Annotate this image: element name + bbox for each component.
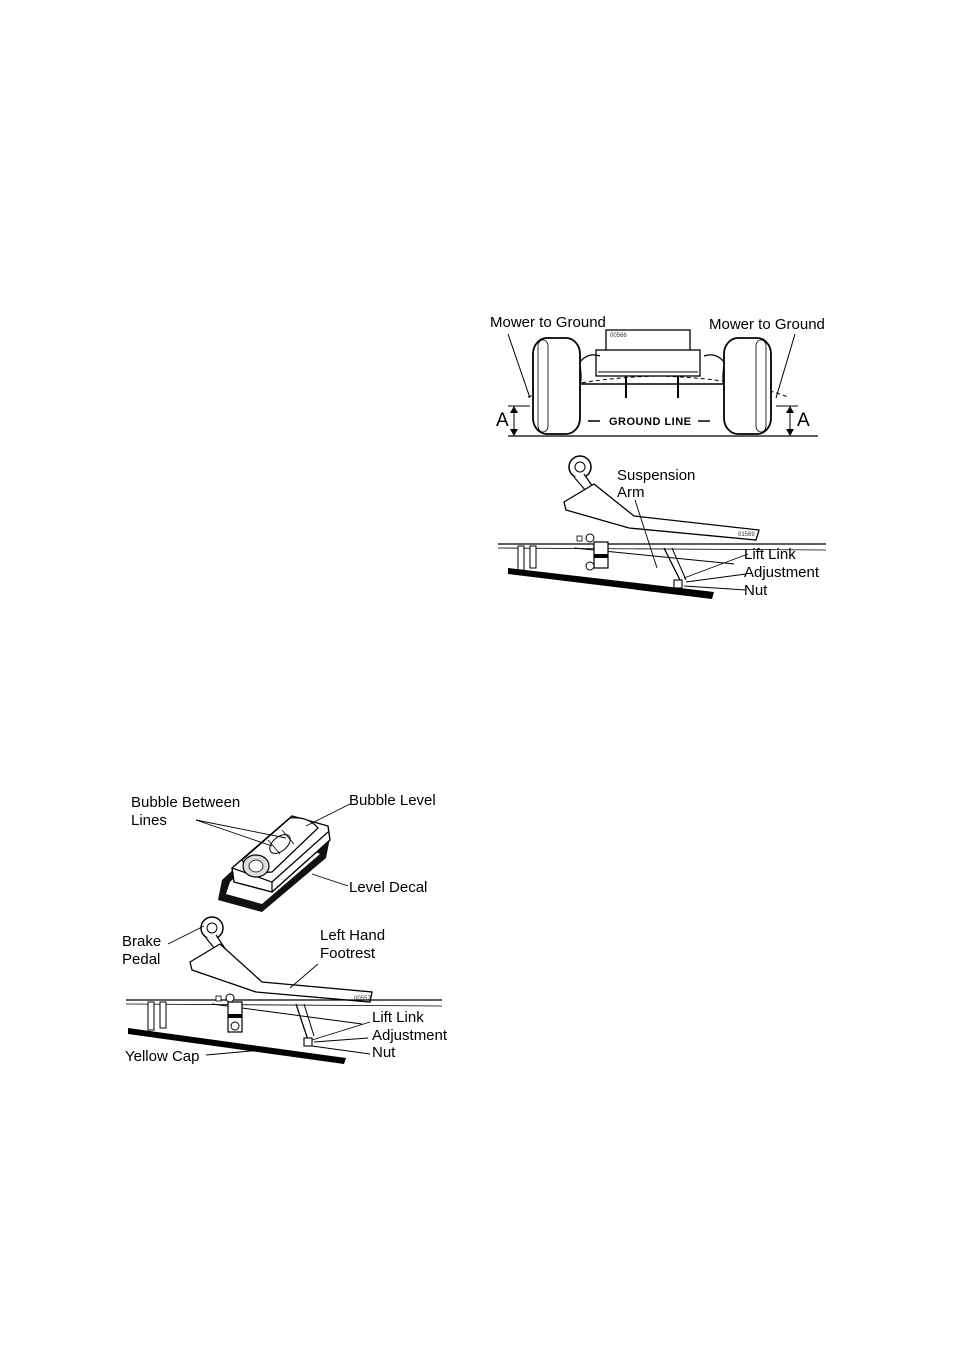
left-hand-footrest-label-line2: Footrest [320,945,375,962]
brake-pedal-label-line1: Brake [122,933,161,950]
yellow-cap-label: Yellow Cap [125,1048,200,1065]
dimension-a-right-label: A [797,411,810,431]
level-decal-label: Level Decal [349,879,427,896]
lift-link-label-line2: Adjustment [744,564,819,581]
lift-link-label-line3: Nut [744,582,767,599]
left-hand-footrest-figure: 00557 Brake Pedal Left Hand Footrest Lif… [122,912,458,1070]
bubble-between-label-line2: Lines [131,812,167,829]
part-code-label: 00557 [354,996,371,1002]
lift-link-label-line1: Lift Link [372,1009,424,1026]
mower-to-ground-figure: Mower to Ground Mower to Ground A A GROU… [488,312,836,440]
suspension-arm-label-line1: Suspension [617,467,695,484]
lift-link-label-line2: Adjustment [372,1027,447,1044]
suspension-arm-figure: 01569 Suspension Arm Lift Link Adjustmen… [494,450,834,600]
brake-pedal-label-line2: Pedal [122,951,160,968]
bubble-level-figure: Bubble Between Lines Bubble Level Level … [122,790,458,912]
left-hand-footrest-drawing [122,912,458,1070]
bubble-between-label-line1: Bubble Between [131,794,240,811]
mower-to-ground-right-label: Mower to Ground [709,316,825,333]
dimension-a-left-label: A [496,411,509,431]
lift-link-label-line3: Nut [372,1044,395,1061]
part-code-label: 00566 [610,333,627,339]
mower-to-ground-left-label: Mower to Ground [490,314,606,331]
ground-line-label: GROUND LINE [609,414,692,431]
bubble-level-label: Bubble Level [349,792,436,809]
suspension-arm-label-line2: Arm [617,484,645,501]
lift-link-label-line1: Lift Link [744,546,796,563]
part-code-label: 01569 [738,532,755,538]
left-hand-footrest-label-line1: Left Hand [320,927,385,944]
